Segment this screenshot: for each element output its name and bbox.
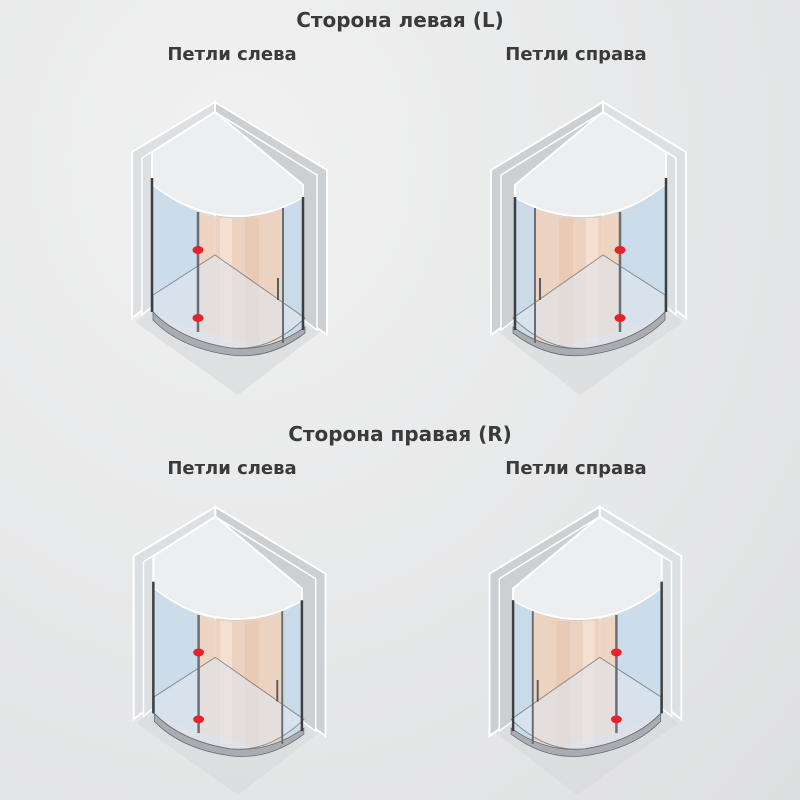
hinge-top	[193, 648, 205, 657]
hinge-bottom	[610, 715, 622, 724]
ceiling-curve	[512, 515, 663, 621]
tray-edge	[512, 311, 666, 357]
hinge-top	[614, 246, 626, 254]
label-right-hinges-right: Петли справа	[505, 458, 647, 479]
section-title-right: Сторона правая (R)	[288, 422, 512, 446]
enclosure-r-hinges-left	[132, 505, 327, 796]
tray-edge	[152, 311, 306, 357]
hinge-top	[192, 246, 204, 254]
tray-edge	[153, 712, 305, 757]
enclosure-r-hinges-right	[488, 505, 683, 796]
hinge-bottom	[192, 314, 204, 322]
tray-edge	[510, 712, 662, 757]
enclosure-l-hinges-left	[131, 100, 328, 395]
ceiling-curve	[152, 515, 303, 621]
ceiling-curve	[514, 110, 667, 218]
hinge-bottom	[614, 314, 626, 322]
hinge-top	[610, 648, 622, 657]
label-left-hinges-left: Петли слева	[167, 44, 297, 65]
label-right-hinges-left: Петли слева	[167, 458, 297, 479]
label-left-hinges-right: Петли справа	[505, 44, 647, 65]
hinge-bottom	[193, 715, 205, 724]
ceiling-curve	[151, 110, 304, 218]
enclosure-l-hinges-right	[490, 100, 687, 395]
section-title-left: Сторона левая (L)	[296, 8, 504, 32]
